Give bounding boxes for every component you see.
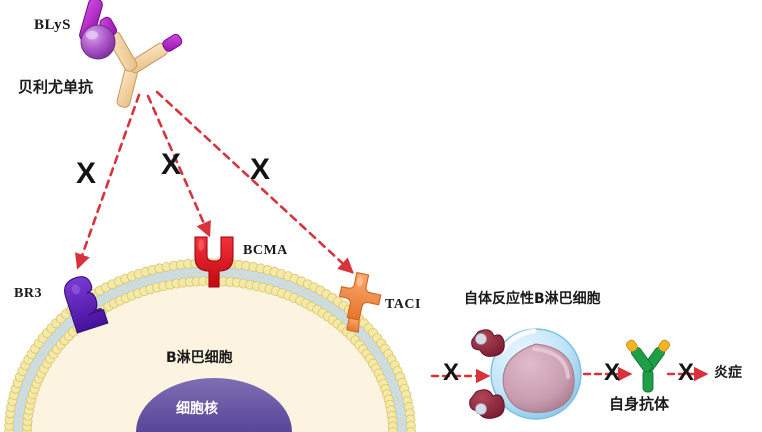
- cell-cytoplasm: [18, 272, 402, 432]
- x-block-inflammation: X: [678, 359, 695, 386]
- x-block-antibody-production: X: [604, 359, 621, 386]
- label-autoreactive-b-cell: 自体反应性B淋巴细胞: [464, 291, 601, 307]
- pathway-to-br3: [74, 93, 141, 270]
- pathway-to-taci: [155, 90, 354, 274]
- autoantibody-molecule: [625, 339, 671, 393]
- x-block-taci: X: [250, 153, 271, 186]
- label-belimumab: 贝利尤单抗: [18, 78, 94, 96]
- taci-receptor: [338, 271, 382, 333]
- label-inflammation: 炎症: [714, 365, 742, 381]
- pathway-to-bcma: [146, 94, 211, 238]
- label-autoantibody: 自身抗体: [609, 395, 670, 413]
- label-blys: BLyS: [34, 17, 72, 33]
- bcma-receptor: [194, 236, 234, 288]
- label-br3: BR3: [14, 286, 42, 301]
- bound-receptor-lower: [469, 389, 505, 419]
- autoreactive-cell-nucleus: [502, 343, 575, 414]
- cell-nucleus: [136, 378, 292, 432]
- bound-receptor-upper: [471, 329, 505, 357]
- x-block-activation: X: [443, 359, 460, 386]
- autoreactive-b-cell: [490, 328, 582, 420]
- x-block-bcma: X: [161, 148, 182, 181]
- label-taci: TACI: [385, 297, 421, 312]
- blys-ligand: [79, 0, 116, 60]
- x-block-br3: X: [76, 157, 97, 190]
- blys-sphere: [80, 24, 116, 60]
- label-b-lymphocyte: B淋巴细胞: [166, 350, 233, 366]
- label-nucleus: 细胞核: [176, 401, 218, 417]
- br3-receptor: [64, 276, 109, 334]
- label-bcma: BCMA: [243, 243, 288, 258]
